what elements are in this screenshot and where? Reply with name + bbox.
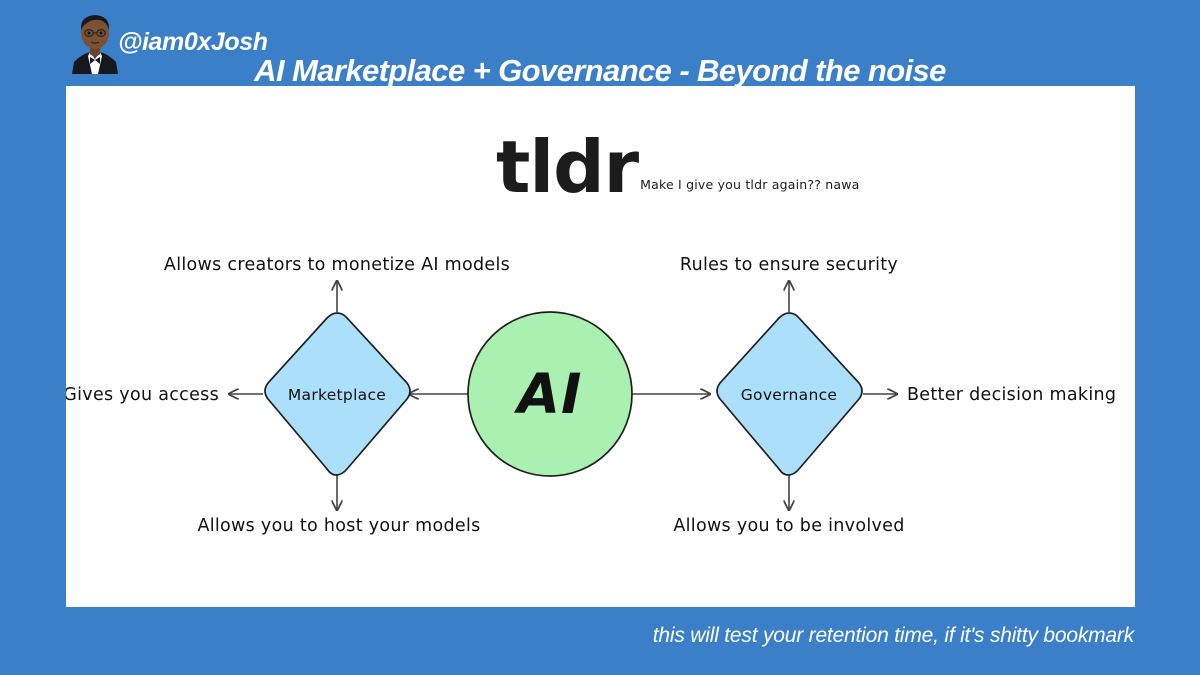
- node-governance-shape[interactable]: [716, 312, 863, 476]
- leaf-governance-up: Rules to ensure security: [680, 255, 898, 275]
- leaf-marketplace-left: Gives you access: [66, 385, 219, 405]
- page-title: AI Marketplace + Governance - Beyond the…: [254, 53, 946, 88]
- slide-board: tldr Make I give you tldr again?? nawa A…: [66, 86, 1135, 607]
- user-handle: @iam0xJosh: [118, 28, 268, 56]
- header-bar: @iam0xJosh AI Marketplace + Governance -…: [0, 0, 1200, 88]
- leaf-governance-down: Allows you to be involved: [673, 516, 904, 536]
- node-marketplace-label: Marketplace: [288, 386, 386, 404]
- mindmap-diagram: AI Marketplace Governance Allows creator…: [66, 255, 1116, 536]
- avatar: [64, 8, 126, 74]
- footer-caption: this will test your retention time, if i…: [652, 624, 1134, 647]
- person-avatar-icon: [72, 15, 118, 74]
- tldr-heading-group: tldr Make I give you tldr again?? nawa: [496, 125, 860, 209]
- tldr-word: tldr: [496, 125, 639, 209]
- tldr-subtitle: Make I give you tldr again?? nawa: [640, 177, 860, 193]
- leaf-marketplace-up: Allows creators to monetize AI models: [164, 255, 510, 275]
- node-governance-label: Governance: [741, 386, 838, 404]
- node-ai-shape[interactable]: [467, 311, 633, 477]
- leaf-marketplace-down: Allows you to host your models: [197, 516, 480, 536]
- node-marketplace-shape[interactable]: [264, 312, 411, 476]
- node-ai-label: AI: [513, 362, 582, 426]
- leaf-governance-right: Better decision making: [907, 385, 1116, 405]
